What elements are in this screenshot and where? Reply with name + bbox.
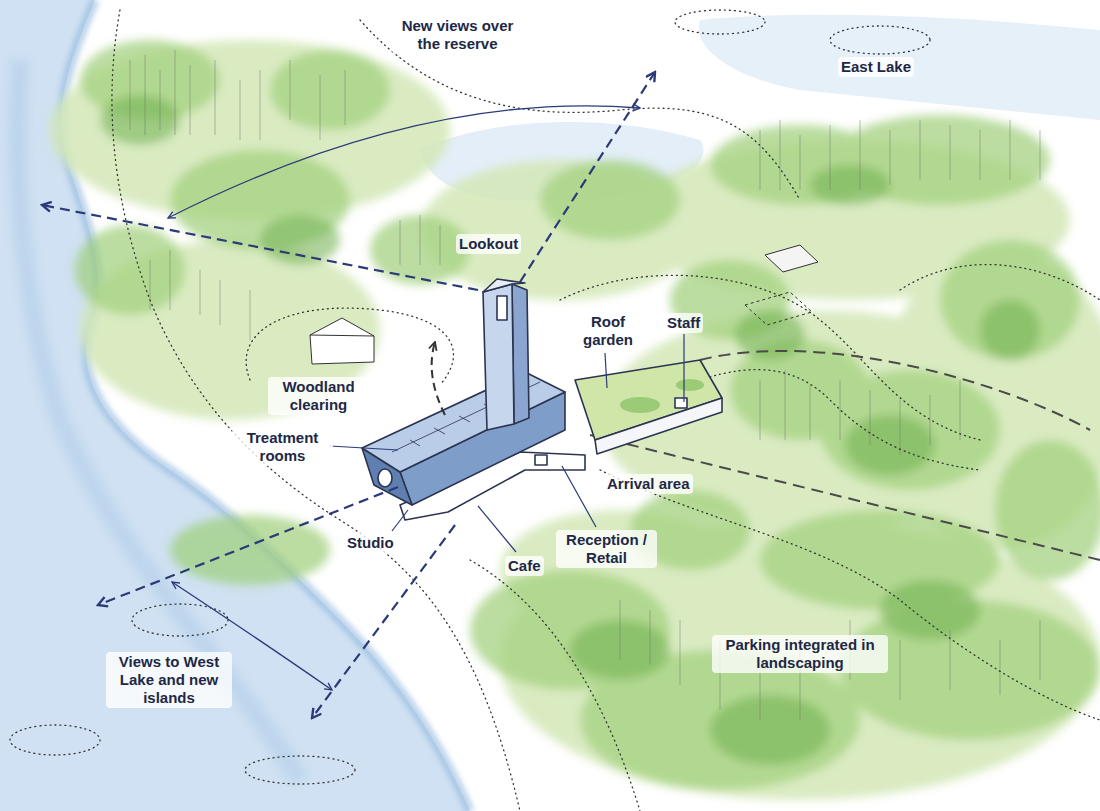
sketch-path (700, 370, 980, 470)
sketch-g (100, 95, 1040, 765)
map-label: Views to West Lake and new islands (106, 652, 232, 708)
sketch-line (562, 466, 596, 527)
outbuildings (310, 245, 818, 364)
sketch-path (900, 265, 1100, 300)
sketch-line (392, 510, 408, 531)
sketch-ellipse (170, 515, 330, 585)
sketch-path (560, 275, 980, 440)
sketch-rect (535, 455, 547, 465)
sketch-path (760, 120, 1040, 190)
sketch-g (50, 40, 1100, 800)
sketch-path (246, 308, 453, 385)
map-label: Woodland clearing (268, 377, 369, 415)
sketch-rect (675, 398, 687, 408)
sketch-ellipse (676, 379, 704, 391)
map-label: East Lake (838, 57, 914, 77)
sketch-ellipse (820, 370, 1000, 490)
map-label: Parking integrated in landscaping (712, 635, 888, 673)
map-label: Reception / Retail (556, 530, 657, 568)
tree-strokes (130, 50, 1040, 720)
map-label: Arrival area (604, 474, 693, 494)
sketch-path (620, 600, 1040, 720)
west-lake (0, 0, 470, 811)
sketch-line (434, 428, 445, 434)
map-label: Roof garden (575, 312, 641, 350)
sketch-polygon (765, 245, 818, 272)
sketch-path (0, 0, 470, 811)
contour-lines (10, 10, 1100, 811)
map-label: Staff (664, 313, 703, 333)
sketch-ellipse (620, 397, 660, 413)
sketch-ellipse (540, 160, 680, 240)
sketch-path (168, 106, 640, 218)
sketch-path (98, 487, 398, 605)
sketch-path (700, 351, 1090, 430)
view-sweeps (168, 106, 640, 690)
sketch-path (42, 205, 478, 290)
sketch-ellipse (10, 725, 100, 755)
sketch-path (600, 470, 1100, 720)
sketch-ellipse (378, 469, 392, 487)
entry-arrow (432, 342, 445, 415)
sketch-path (312, 525, 455, 718)
sketch-line (459, 416, 470, 422)
sketch-ellipse (675, 10, 765, 34)
sketch-polygon (745, 292, 812, 325)
sketch-ellipse (810, 165, 890, 205)
lookout-cap (483, 279, 525, 292)
leader-lines (330, 334, 684, 552)
map-label: New views over the reserve (392, 16, 523, 54)
sketch-path (470, 560, 640, 811)
sketch-g (75, 40, 1100, 790)
sketch-ellipse (940, 240, 1080, 360)
sketch-ellipse (880, 580, 980, 640)
sketch-ellipse (270, 50, 390, 130)
sketch-polygon (595, 398, 722, 454)
woodland (50, 40, 1100, 800)
sketch-path (130, 50, 345, 140)
visitor-building (362, 279, 722, 520)
sketch-ellipse (710, 695, 830, 765)
sketch-ellipse (980, 300, 1040, 360)
sketch-ellipse (470, 570, 670, 690)
sketch-path (760, 370, 960, 455)
sketch-polygon (310, 318, 374, 364)
sketch-ellipse (245, 756, 355, 784)
sketch-ellipse (260, 215, 340, 265)
map-label: Treatment rooms (232, 428, 333, 466)
sketch-line (410, 440, 420, 446)
treatment-roof (362, 372, 565, 472)
sketch-line (605, 353, 607, 388)
sketch-path (520, 72, 655, 282)
lookout-front (483, 284, 514, 430)
sketch-ellipse (995, 440, 1100, 580)
sketch-line (330, 446, 398, 450)
sketch-line (478, 506, 516, 552)
sketch-ellipse (830, 26, 930, 54)
view-arrows (42, 72, 655, 718)
sketch-path (699, 15, 1100, 120)
lookout-side (512, 284, 529, 424)
map-label: Studio (344, 533, 397, 553)
sketch-rect (497, 296, 507, 320)
map-label: Cafe (505, 556, 544, 576)
map-label: Lookout (456, 234, 521, 254)
sketch-line (310, 335, 374, 336)
sketch-line (683, 334, 684, 402)
sketch-path (590, 435, 1100, 560)
